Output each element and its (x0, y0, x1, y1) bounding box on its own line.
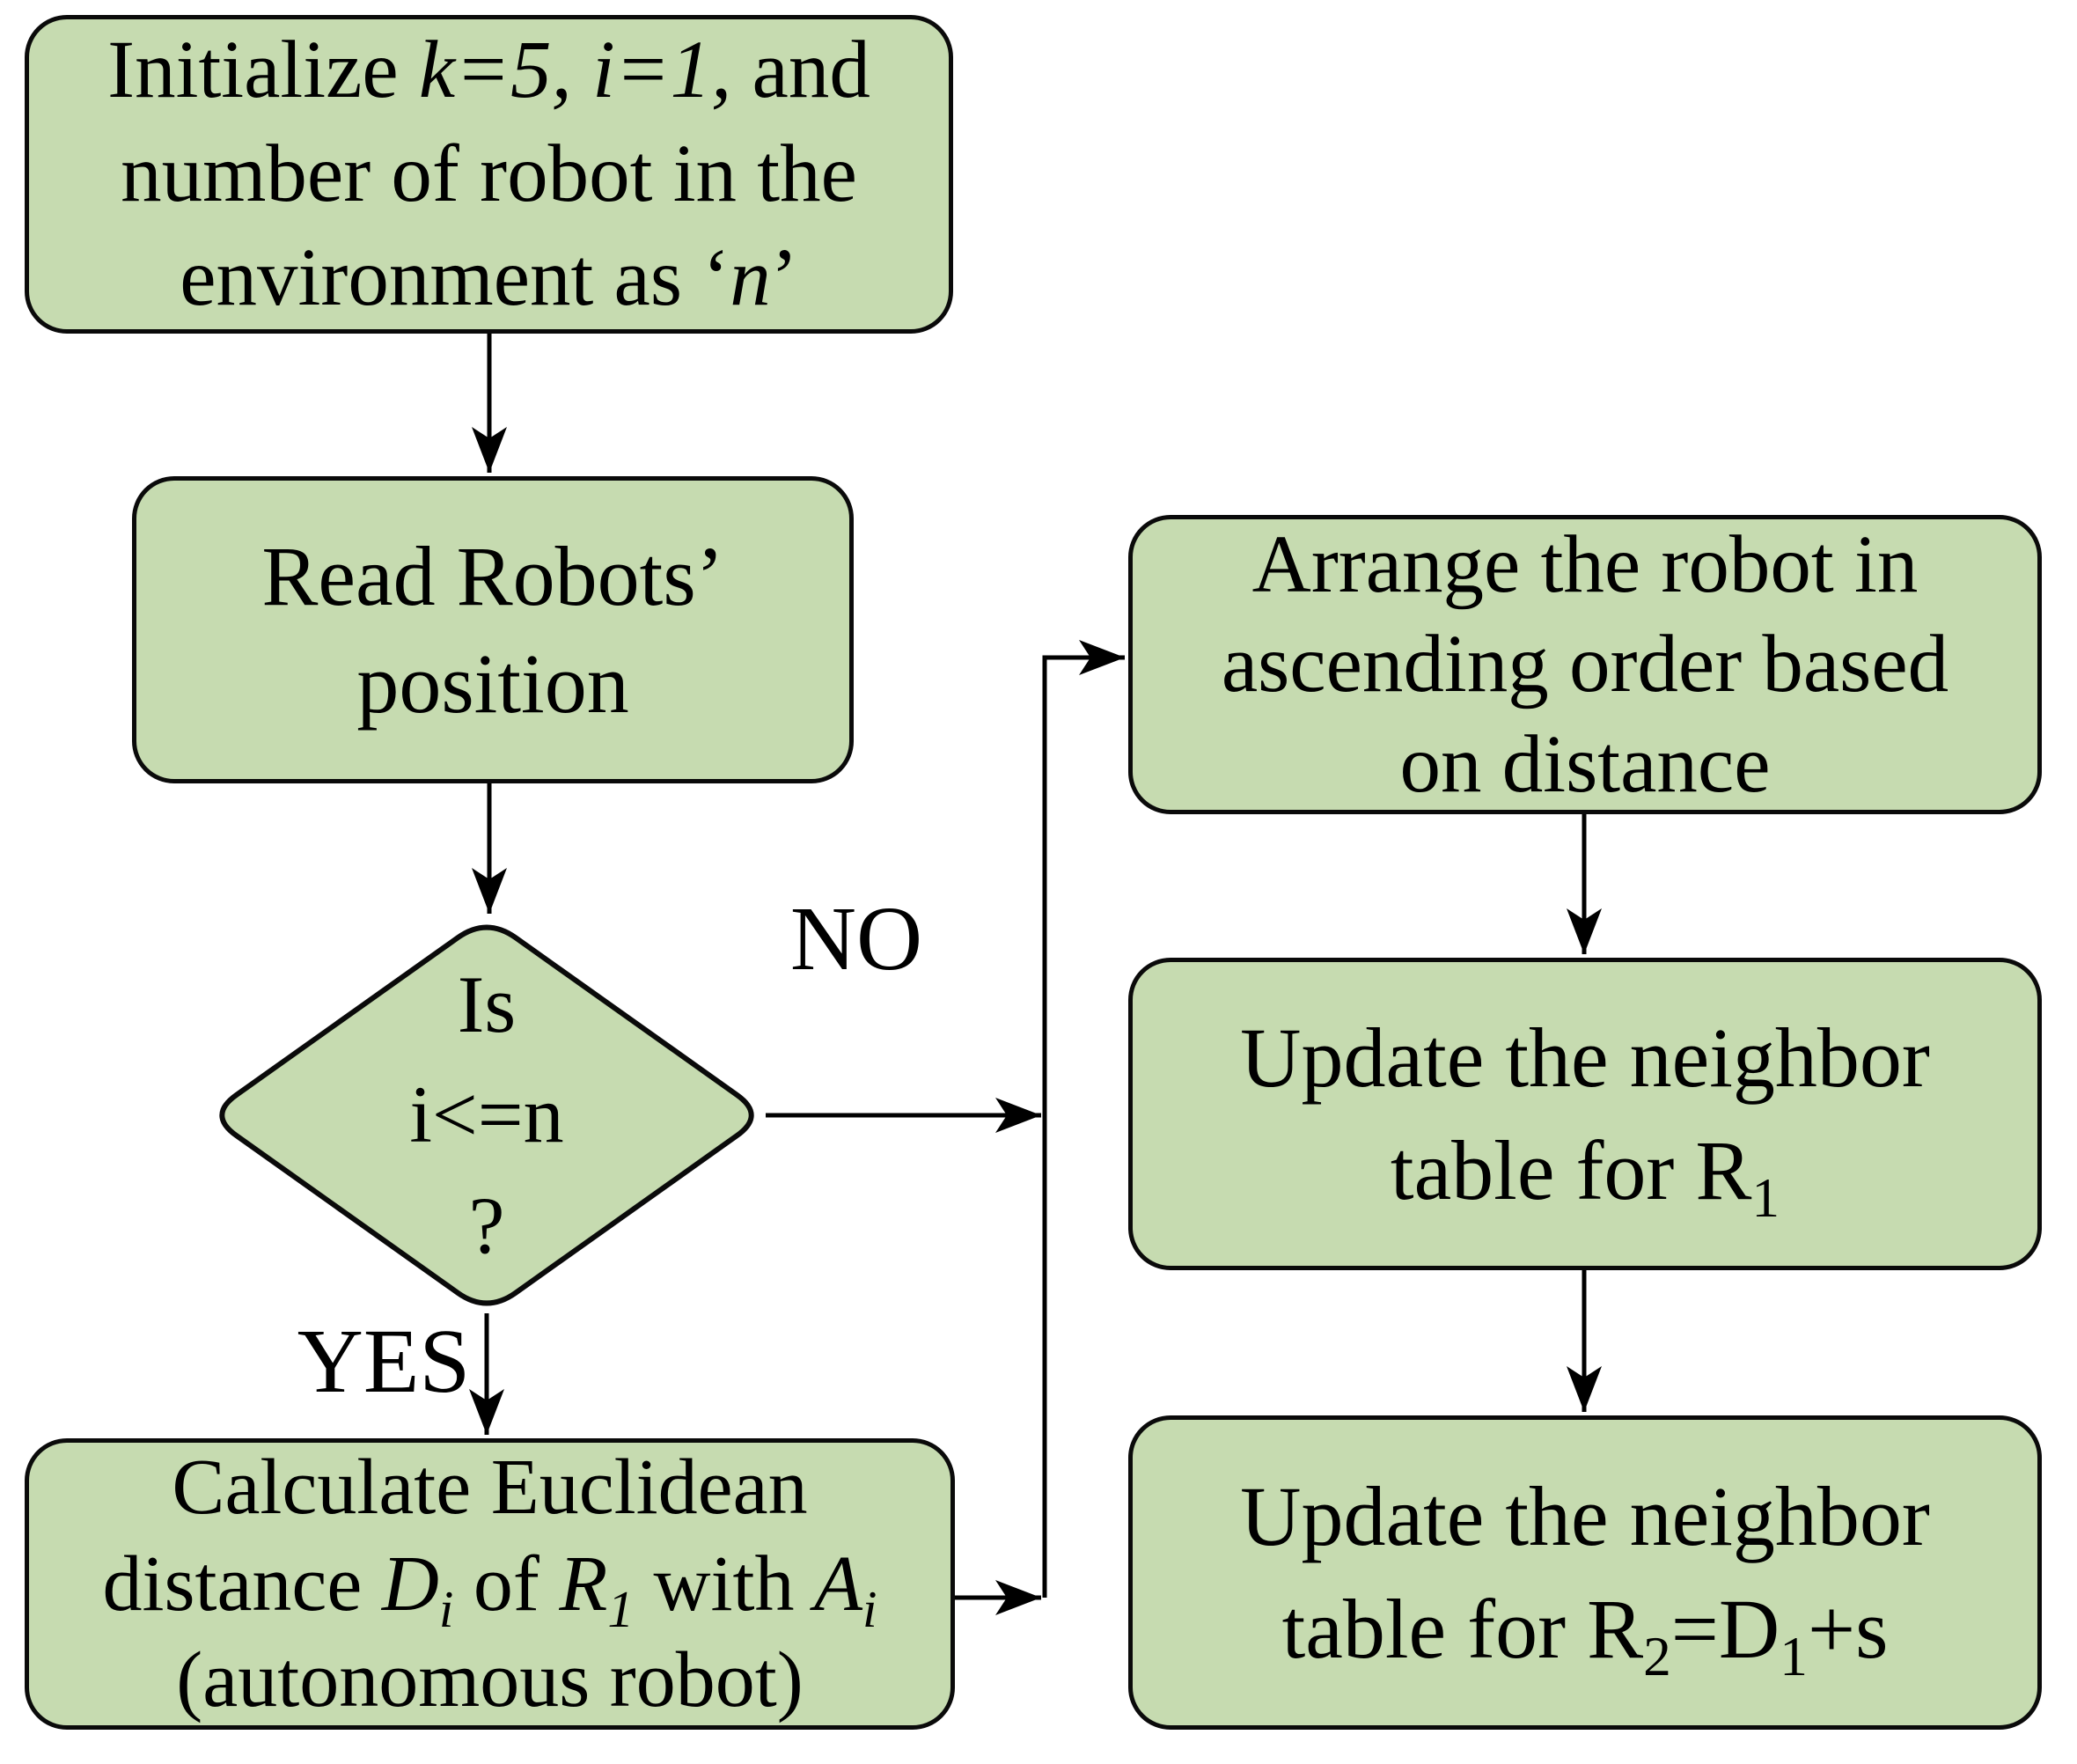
label-yes: YES (297, 1311, 471, 1412)
decision-diamond (219, 924, 754, 1306)
label-no: NO (789, 888, 923, 989)
node-read-robots-position: Read Robots’position (132, 476, 854, 783)
trunk-line-to-arrange (1042, 640, 1125, 1598)
